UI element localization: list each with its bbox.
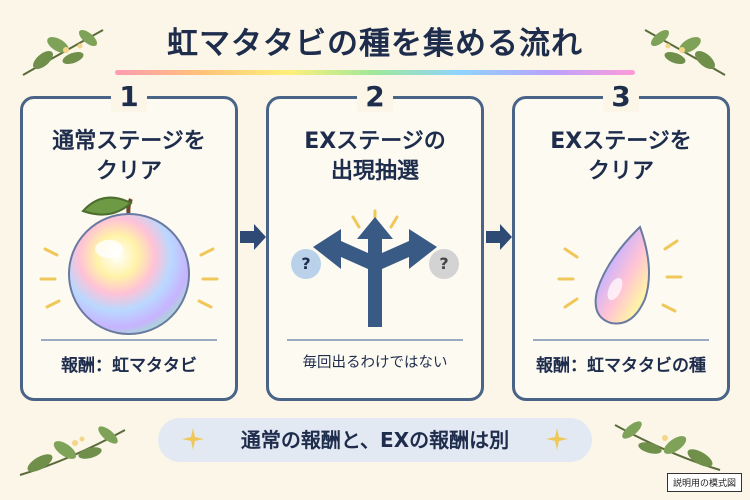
rainbow-fruit-icon xyxy=(39,196,219,335)
leaf-branch-icon xyxy=(644,29,726,76)
leaf-branch-icon xyxy=(22,29,104,76)
question-bubble-icon: ? xyxy=(429,249,459,279)
step-title-line: EXステージを xyxy=(550,129,692,154)
step-title-line: 出現抽選 xyxy=(330,159,419,184)
step-card-1: 1 通常ステージを クリア 報酬：虹マタタビ xyxy=(20,82,238,401)
step-reward: 報酬：虹マタタビの種 xyxy=(536,356,706,376)
rainbow-underline xyxy=(115,70,635,75)
step-reward: 毎回出るわけではない xyxy=(302,355,448,371)
rainbow-seed-icon xyxy=(557,225,683,325)
step-title-line: クリア xyxy=(95,159,162,184)
bottom-note: 通常の報酬と、EXの報酬は別 xyxy=(158,418,592,462)
sparkle-icon xyxy=(182,428,204,450)
step-card-3: 3 EXステージを クリア 報酬：虹マタタビの種 xyxy=(512,82,730,401)
step-title-line: 通常ステージを xyxy=(52,129,206,154)
leaf-branch-icon xyxy=(614,421,721,471)
step-title: EXステージを クリア xyxy=(515,127,727,187)
step-card-2: 2 EXステージの 出現抽選 ? ? 毎回出るわけではない xyxy=(266,82,484,401)
question-bubble-icon: ? xyxy=(291,249,321,279)
card-divider xyxy=(287,339,463,341)
step-number: 3 xyxy=(603,82,639,112)
arrow-right-icon xyxy=(240,224,266,250)
branching-arrows-icon xyxy=(313,209,437,327)
card-divider xyxy=(41,339,217,341)
arrow-right-icon xyxy=(486,224,512,250)
leaf-branch-icon xyxy=(19,426,126,476)
step-title: 通常ステージを クリア xyxy=(23,127,235,187)
step-title: EXステージの 出現抽選 xyxy=(269,127,481,187)
step-title-line: EXステージの xyxy=(304,129,446,154)
step-title-line: クリア xyxy=(587,159,654,184)
step-number: 2 xyxy=(357,82,393,112)
bottom-note-text: 通常の報酬と、EXの報酬は別 xyxy=(240,428,510,452)
step-number: 1 xyxy=(111,82,147,112)
step-reward: 報酬：虹マタタビ xyxy=(61,356,197,376)
sparkle-icon xyxy=(546,428,568,450)
diagram-caption: 説明用の模式図 xyxy=(666,473,742,492)
card-divider xyxy=(533,339,709,341)
page-title: 虹マタタビの種を集める流れ xyxy=(167,26,583,62)
